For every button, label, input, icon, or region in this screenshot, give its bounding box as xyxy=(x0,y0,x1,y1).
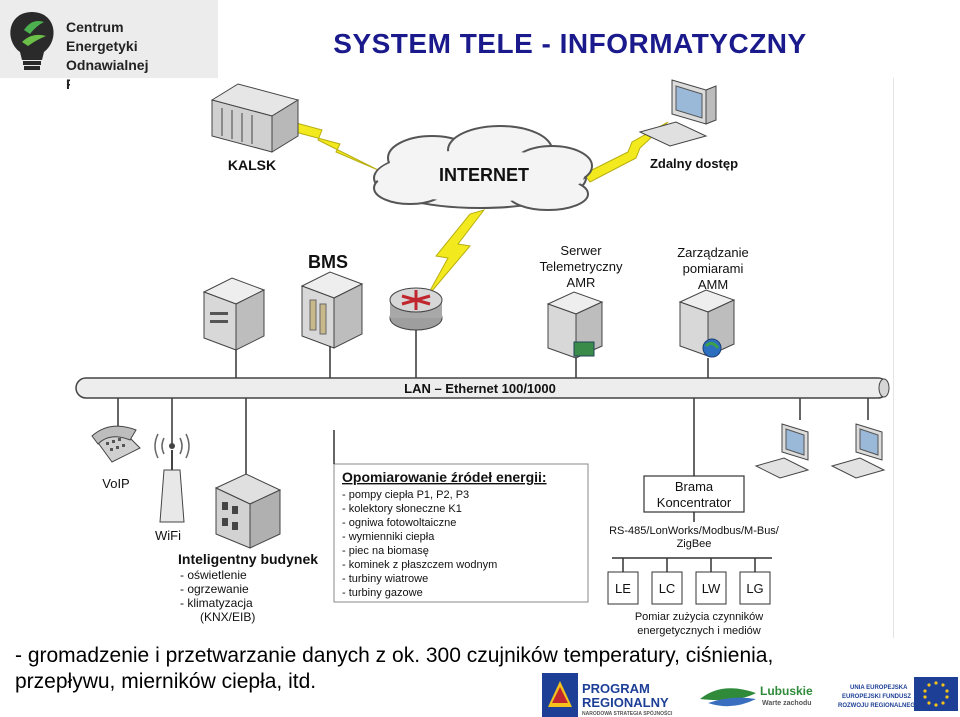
phone-icon xyxy=(91,425,141,463)
management-label-3: AMM xyxy=(698,277,728,292)
telemetry-server-label-3: AMR xyxy=(567,275,596,290)
kalsk-mainframe-icon xyxy=(210,83,300,153)
footer-logos: PROGRAM REGIONALNY NARODOWA STRATEGIA SP… xyxy=(542,673,960,717)
building-item-2: - ogrzewanie xyxy=(180,582,249,596)
meter-le xyxy=(607,571,639,605)
energy-source-8: - turbiny gazowe xyxy=(342,587,423,599)
meter-lg xyxy=(739,571,771,605)
meter-lc xyxy=(651,571,683,605)
workstation-1-icon xyxy=(754,423,810,479)
bulb-leaf-icon xyxy=(10,12,54,70)
wifi-antenna-icon xyxy=(154,433,190,523)
telemetry-server-label-1: Serwer xyxy=(560,243,602,258)
building-title: Inteligentny budynek xyxy=(178,551,318,567)
energy-sources-title: Opomiarowanie źródeł energii: xyxy=(342,469,547,485)
telemetry-server-label-2: Telemetryczny xyxy=(539,259,623,274)
program-label-2: REGIONALNY xyxy=(582,695,669,710)
gateway-label-1: Brama xyxy=(675,479,714,494)
meter-lc-label: LC xyxy=(659,581,676,596)
energy-source-2: - kolektory słoneczne K1 xyxy=(342,503,462,515)
footer-logos-svg: PROGRAM REGIONALNY NARODOWA STRATEGIA SP… xyxy=(542,673,958,717)
program-label-1: PROGRAM xyxy=(582,681,650,696)
kalsk-label: KALSK xyxy=(228,157,276,173)
server-1-icon xyxy=(202,277,266,351)
energy-sources-list: - pompy ciepła P1, P2, P3 - kolektory sł… xyxy=(342,489,497,599)
lubuskie-subtitle: Warte zachodu xyxy=(762,700,812,707)
eu-label-2: EUROPEJSKI FUNDUSZ xyxy=(842,694,911,700)
lubuskie-leaf-icon xyxy=(700,688,756,701)
telemetry-server-icon xyxy=(546,291,604,359)
internet-cloud-icon xyxy=(373,125,593,211)
building-item-4: (KNX/EIB) xyxy=(200,610,255,624)
voip-label: VoIP xyxy=(102,476,129,491)
energy-source-7: - turbiny wiatrowe xyxy=(342,573,428,585)
lan-bus xyxy=(75,377,890,399)
bus-protocols-label-1: RS-485/LonWorks/Modbus/M-Bus/ xyxy=(609,525,780,537)
building-item-1: - oświetlenie xyxy=(180,568,247,582)
lan-connectors xyxy=(117,330,869,476)
energy-sources-box xyxy=(333,463,589,603)
eu-label-1: UNIA EUROPEJSKA xyxy=(850,685,908,691)
meter-le-label: LE xyxy=(615,581,631,596)
meter-bus xyxy=(612,557,772,572)
energy-source-1: - pompy ciepła P1, P2, P3 xyxy=(342,489,469,501)
remote-workstation-icon xyxy=(638,79,717,147)
caption-text: - gromadzenie i przetwarzanie danych z o… xyxy=(15,644,774,693)
meter-note-1: Pomiar zużycia czynników xyxy=(635,611,763,623)
energy-source-5: - piec na biomasę xyxy=(342,545,429,557)
meter-lg-label: LG xyxy=(746,581,763,596)
remote-access-label: Zdalny dostęp xyxy=(650,156,738,171)
lightning-router-icon xyxy=(425,209,486,299)
bms-server-icon xyxy=(300,271,364,349)
energy-source-3: - ogniwa fotowoltaiczne xyxy=(342,517,456,529)
energy-source-6: - kominek z płaszczem wodnym xyxy=(342,559,497,571)
workstation-2-icon xyxy=(830,423,886,479)
wifi-label: WiFi xyxy=(155,528,181,543)
building-icon xyxy=(214,473,282,549)
meter-lw-label: LW xyxy=(702,581,721,596)
slide-title: SYSTEM TELE - INFORMATYCZNY xyxy=(333,28,807,59)
bus-protocols-label-2: ZigBee xyxy=(677,538,712,550)
meter-note-2: energetycznych i mediów xyxy=(637,625,761,637)
program-subtitle: NARODOWA STRATEGIA SPÓJNOŚCI xyxy=(582,709,673,717)
internet-label: INTERNET xyxy=(439,165,529,185)
building-item-3: - klimatyzacja xyxy=(180,596,253,610)
meter-lw xyxy=(695,571,727,605)
router-icon xyxy=(389,287,443,331)
meters: LE LC LW LG xyxy=(607,571,771,605)
management-server-icon xyxy=(678,289,736,358)
bms-label: BMS xyxy=(308,252,348,272)
gateway-label-2: Koncentrator xyxy=(657,495,732,510)
energy-source-4: - wymienniki ciepła xyxy=(342,531,435,543)
management-label-1: Zarządzanie xyxy=(677,245,749,260)
management-label-2: pomiarami xyxy=(683,261,744,276)
lubuskie-label: Lubuskie xyxy=(760,684,813,698)
lan-label: LAN – Ethernet 100/1000 xyxy=(404,381,556,396)
eu-label-3: ROZWOJU REGIONALNEGO xyxy=(838,703,920,709)
